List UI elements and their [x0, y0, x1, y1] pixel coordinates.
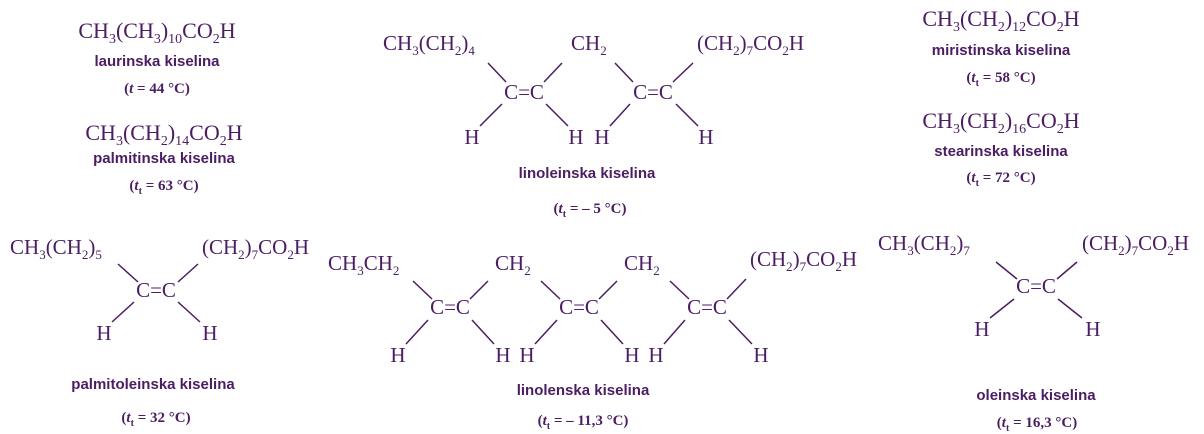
oleic-acid: CH3(CH2)7 (CH2)7CO2H C=C H H oleinska ki… [878, 231, 1189, 434]
stearic-name: stearinska kiselina [934, 143, 1068, 160]
linoleic-acid: CH3(CH2)4 CH2 (CH2)7CO2H C=C C=C H H H H… [383, 31, 804, 220]
oleic-bonds [989, 261, 1083, 319]
linolenic-middle-ch2: CH2 [495, 251, 531, 278]
oleic-h: H [974, 317, 989, 341]
palmitoleic-h: H [202, 321, 217, 345]
linolenic-h: H [624, 343, 639, 367]
linoleic-double-bond-2: C=C [633, 80, 673, 104]
linolenic-h: H [519, 343, 534, 367]
palmitic-acid: CH3(CH2)14CO2H palmitinska kiselina (tt … [85, 120, 242, 197]
linolenic-h: H [648, 343, 663, 367]
lauric-name: laurinska kiselina [94, 53, 220, 70]
oleic-h: H [1085, 317, 1100, 341]
linoleic-h: H [594, 125, 609, 149]
linoleic-bonds [479, 62, 699, 127]
stearic-acid: CH3(CH2)16CO2H stearinska kiselina (tt =… [922, 108, 1079, 189]
linoleic-right-group: (CH2)7CO2H [697, 31, 804, 58]
palmitoleic-bonds [111, 263, 201, 323]
linoleic-h: H [698, 125, 713, 149]
linoleic-h: H [568, 125, 583, 149]
linolenic-double-bond-3: C=C [687, 295, 727, 319]
palmitoleic-melting: (tt = 32 °C) [121, 410, 190, 429]
palmitoleic-acid: CH3(CH2)5 (CH2)7CO2H C=C H H palmitolein… [10, 235, 309, 429]
lauric-formula: CH3(CH3)10CO2H [78, 18, 235, 47]
oleic-double-bond: C=C [1016, 274, 1056, 298]
linoleic-melting: (tt = – 5 °C) [554, 201, 627, 220]
palmitoleic-left-group: CH3(CH2)5 [10, 235, 102, 262]
palmitic-name: palmitinska kiselina [93, 150, 235, 167]
palmitoleic-name: palmitoleinska kiselina [71, 376, 235, 393]
oleic-name: oleinska kiselina [976, 387, 1096, 404]
oleic-left-group: CH3(CH2)7 [878, 231, 970, 258]
myristic-acid: CH3(CH2)12CO2H miristinska kiselina (tt … [922, 6, 1079, 89]
linoleic-middle-ch2: CH2 [571, 31, 607, 58]
linolenic-name: linolenska kiselina [517, 382, 650, 399]
linolenic-double-bond-2: C=C [559, 295, 599, 319]
linolenic-h: H [753, 343, 768, 367]
linolenic-middle-ch2: CH2 [624, 251, 660, 278]
linolenic-left-group: CH3CH2 [328, 251, 399, 278]
linolenic-melting: (tt = – 11,3 °C) [538, 413, 629, 432]
myristic-formula: CH3(CH2)12CO2H [922, 6, 1079, 35]
palmitic-melting: (tt = 63 °C) [129, 178, 198, 197]
palmitoleic-double-bond: C=C [136, 278, 176, 302]
linoleic-left-group: CH3(CH2)4 [383, 31, 475, 58]
linoleic-h: H [464, 125, 479, 149]
linolenic-h: H [390, 343, 405, 367]
linolenic-acid: CH3CH2 CH2 CH2 (CH2)7CO2H C=C C=C C=C H … [328, 247, 857, 432]
palmitic-formula: CH3(CH2)14CO2H [85, 120, 242, 149]
stearic-melting: (tt = 72 °C) [966, 170, 1035, 189]
oleic-right-group: (CH2)7CO2H [1082, 231, 1189, 258]
stearic-formula: CH3(CH2)16CO2H [922, 108, 1079, 137]
linolenic-h: H [495, 343, 510, 367]
linolenic-double-bond-1: C=C [430, 295, 470, 319]
myristic-melting: (tt = 58 °C) [966, 70, 1035, 89]
linoleic-double-bond-1: C=C [504, 80, 544, 104]
myristic-name: miristinska kiselina [932, 42, 1071, 59]
linoleic-name: linoleinska kiselina [519, 165, 656, 182]
oleic-melting: (tt = 16,3 °C) [997, 415, 1077, 434]
lauric-melting: (t = 44 °C) [124, 81, 190, 97]
lauric-acid: CH3(CH3)10CO2H laurinska kiselina (t = 4… [78, 18, 235, 97]
linolenic-bonds [405, 278, 753, 345]
palmitoleic-right-group: (CH2)7CO2H [202, 235, 309, 262]
linolenic-right-group: (CH2)7CO2H [750, 247, 857, 274]
palmitoleic-h: H [96, 321, 111, 345]
